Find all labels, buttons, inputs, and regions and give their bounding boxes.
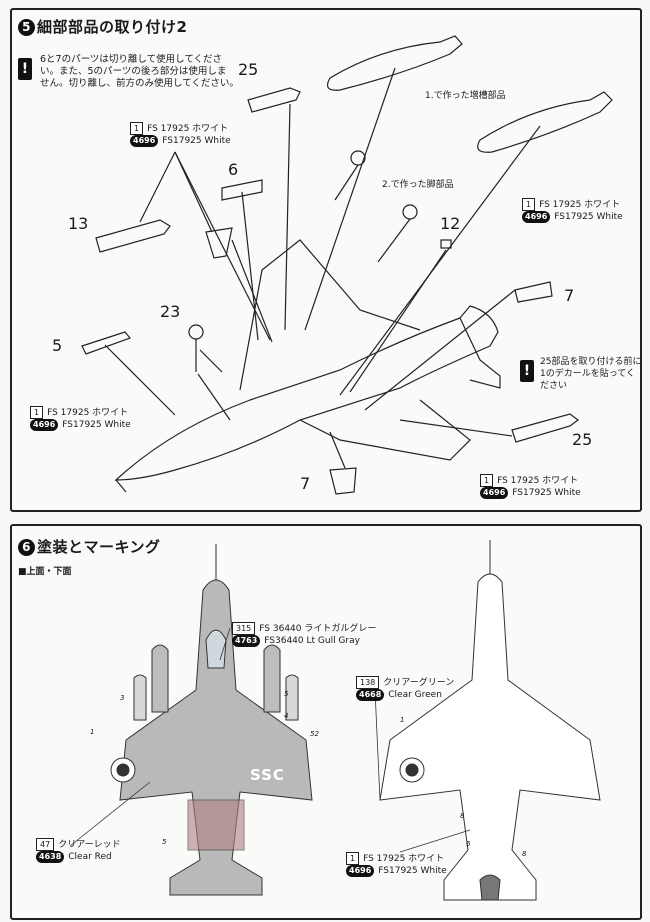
green-en: Clear Green (388, 690, 442, 700)
part-number-7-right: 7 (564, 286, 575, 305)
paint-en: FS17925 White (512, 488, 581, 498)
caution-icon: ! (18, 58, 32, 80)
part-7-small (205, 227, 233, 259)
paint-en: FS17925 White (62, 420, 131, 430)
paint-jp: FS 17925 ホワイト (147, 123, 229, 134)
part-6 (221, 179, 263, 201)
part-25-upper (247, 87, 301, 113)
decal-note-line-3: ださい (540, 381, 568, 391)
part-number-12: 12 (440, 214, 461, 233)
part-number-6: 6 (228, 160, 239, 179)
red-code: 47 (36, 838, 55, 851)
paint-code: 1 (480, 474, 494, 487)
decal-number: 6 (466, 840, 471, 848)
refuel-probe (115, 479, 127, 493)
paint-oval: 4696 (130, 135, 159, 147)
decal-caution-icon: ! (520, 360, 534, 382)
caution-line-3: せん。切り離し、前方のみ使用してください。 (40, 78, 239, 89)
gear-note: 2.で作った脚部品 (382, 180, 454, 190)
step-5-number: 5 (18, 19, 35, 36)
aircraft-body (114, 305, 499, 481)
aircraft-top-view (110, 544, 313, 896)
paint-code: 1 (130, 122, 144, 135)
white-code: 1 (346, 852, 360, 865)
paint-code: 1 (30, 406, 44, 419)
decal-number: 5 (284, 690, 289, 698)
part-7-right (514, 281, 553, 303)
paint-code: 1 (522, 198, 536, 211)
part-number-25-top: 25 (238, 60, 259, 79)
decal-note-line-1: 25部品を取り付ける前に (540, 357, 642, 367)
tail-code: SSC (250, 766, 285, 784)
tank-note: 1.で作った増槽部品 (425, 91, 506, 101)
part-number-13: 13 (68, 214, 89, 233)
drop-tank-upper (327, 35, 463, 91)
part-7-bottom (329, 467, 357, 495)
decal-number: 8 (522, 850, 527, 858)
part-number-25-bottom: 25 (572, 430, 593, 449)
paint-en: FS17925 White (162, 136, 231, 146)
part-5 (81, 331, 132, 355)
red-jp: クリアーレッド (58, 839, 121, 850)
step-5-assembly-drawing (81, 35, 613, 495)
part-13 (95, 219, 171, 253)
decal-number: 5 (162, 838, 167, 846)
white-oval: 4696 (346, 865, 375, 877)
decal-number: 8 (460, 812, 465, 820)
caution-line-2: い。また、5のパーツの後ろ部分は使用しま (40, 66, 227, 77)
gray-code: 315 (232, 622, 256, 635)
aircraft-bottom-view (379, 540, 601, 901)
green-code: 138 (356, 676, 380, 689)
caution-line-1: 6と7のパーツは切り離して使用してくださ (40, 54, 223, 65)
step-6-title-text: 塗装とマーキング (37, 538, 161, 556)
decal-number: 4 (284, 712, 289, 720)
part-number-23: 23 (160, 302, 181, 321)
part-number-7-bottom: 7 (300, 474, 311, 493)
part-12 (440, 239, 452, 249)
decal-number: 52 (310, 730, 319, 738)
green-oval: 4668 (356, 689, 385, 701)
paint-en: FS17925 White (554, 212, 623, 222)
paint-oval: 4696 (30, 419, 59, 431)
paint-oval: 4696 (480, 487, 509, 499)
white-jp: FS 17925 ホワイト (363, 853, 445, 864)
decal-caution-note: 25部品を取り付ける前に 1のデカールを貼ってく ださい (540, 356, 641, 392)
aircraft-tail (459, 317, 501, 389)
decal-number: 1 (90, 728, 95, 736)
paint-oval: 4696 (522, 211, 551, 223)
step-6-number: 6 (18, 539, 35, 556)
part-25-lower (511, 413, 579, 443)
part-number-5: 5 (52, 336, 63, 355)
red-en: Clear Red (68, 852, 112, 862)
caution-note: 6と7のパーツは切り離して使用してくださ い。また、5のパーツの後ろ部分は使用し… (40, 54, 239, 90)
step-5-title-text: 細部部品の取り付け2 (37, 18, 188, 36)
view-subtitle: ■上面・下面 (18, 567, 72, 577)
gray-jp: FS 36440 ライトガルグレー (259, 623, 377, 634)
paint-jp: FS 17925 ホワイト (47, 407, 129, 418)
decal-number: 3 (120, 694, 125, 702)
drop-tank-right (477, 91, 613, 153)
white-en: FS17925 White (378, 866, 447, 876)
paint-jp: FS 17925 ホワイト (497, 475, 579, 486)
decal-note-line-2: 1のデカールを貼ってく (540, 369, 636, 379)
assembly-step-5-panel (10, 8, 642, 512)
decal-number: 1 (400, 716, 405, 724)
green-jp: クリアーグリーン (383, 677, 455, 688)
paint-jp: FS 17925 ホワイト (539, 199, 621, 210)
gray-oval: 4763 (232, 635, 261, 647)
aircraft-right-wing (299, 399, 471, 461)
gray-en: FS36440 Lt Gull Gray (264, 636, 360, 646)
red-oval: 4638 (36, 851, 65, 863)
